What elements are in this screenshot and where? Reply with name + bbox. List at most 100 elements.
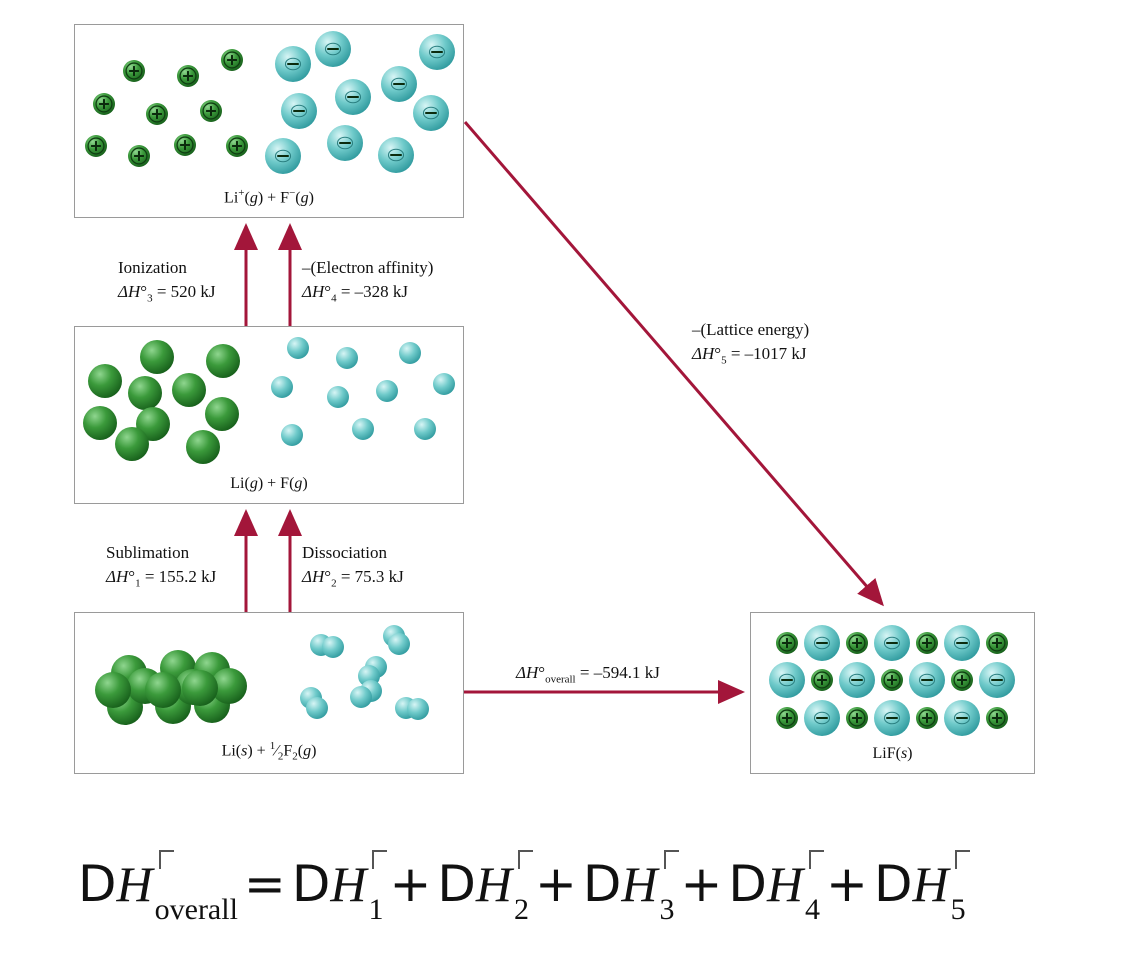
minus-sign-icon <box>422 106 440 120</box>
plus-sign-icon <box>228 137 246 155</box>
f2-molecule-atom <box>322 636 344 658</box>
delta-symbol: D <box>582 855 622 913</box>
li-atom <box>206 344 240 378</box>
minus-sign-icon <box>813 636 831 650</box>
plus-sign-icon <box>953 671 971 689</box>
li-atom <box>186 430 220 464</box>
li-atom <box>83 406 117 440</box>
minus-sign-icon <box>284 57 302 71</box>
arrows <box>234 121 884 704</box>
standard-state-icon <box>954 850 970 869</box>
f-atom <box>287 337 309 359</box>
gas-atoms-label: Li(g) + F(g) <box>230 475 308 492</box>
enthalpy-symbol: H <box>766 856 804 912</box>
elements-box: Li(s) + 1⁄2F2(g) <box>74 612 464 774</box>
equals-sign: = <box>243 855 286 913</box>
plus-sign-icon <box>125 62 143 80</box>
enthalpy-symbol: H <box>330 856 367 912</box>
li-solid-atom <box>145 672 181 708</box>
elements-label: Li(s) + 1⁄2F2(g) <box>221 740 317 763</box>
plus-sign-icon <box>883 671 901 689</box>
equation-subscript: 1 <box>368 893 384 926</box>
lattice-energy-arrow <box>463 121 884 607</box>
equation-subscript: 3 <box>659 893 675 926</box>
lattice-energy-value: ΔH°5 = –1017 kJ <box>692 344 807 367</box>
plus-sign-icon <box>918 709 936 727</box>
plus-sign-icon <box>176 136 194 154</box>
equation-subscript: 4 <box>805 893 821 926</box>
dissociation-name: Dissociation <box>302 543 387 562</box>
f-atom <box>336 347 358 369</box>
overall-label: ΔH°overall = –594.1 kJ <box>516 661 660 691</box>
equation-term-2: DH2 <box>437 850 533 926</box>
equation-term-5: DH5 <box>874 850 970 926</box>
plus-sign-icon <box>130 147 148 165</box>
li-solid-atom <box>211 668 247 704</box>
plus-operator: + <box>826 855 868 913</box>
minus-sign-icon <box>813 711 831 725</box>
minus-sign-icon <box>778 673 796 687</box>
overall-value: ΔH°overall = –594.1 kJ <box>516 663 660 686</box>
dissociation-value: ΔH°2 = 75.3 kJ <box>302 567 404 590</box>
plus-sign-icon <box>918 634 936 652</box>
standard-state-icon <box>517 850 533 869</box>
delta-symbol: D <box>437 855 476 913</box>
plus-sign-icon <box>813 671 831 689</box>
plus-operator: + <box>680 855 723 913</box>
li-atom <box>115 427 149 461</box>
f2-molecule-atom <box>407 698 429 720</box>
plus-sign-icon <box>223 51 241 69</box>
li-atom <box>88 364 122 398</box>
ionization-name: Ionization <box>118 258 187 277</box>
gas-atoms-box: Li(g) + F(g) <box>74 326 464 504</box>
li-atom <box>172 373 206 407</box>
f-atom <box>399 342 421 364</box>
enthalpy-symbol: H <box>912 856 949 912</box>
plus-sign-icon <box>778 634 796 652</box>
f-atom <box>271 376 293 398</box>
minus-sign-icon <box>324 42 342 56</box>
electron-affinity-label: –(Electron affinity) ΔH°4 = –328 kJ <box>302 256 433 310</box>
f-atom <box>281 424 303 446</box>
gas-ions-label: Li+(g) + F−(g) <box>224 186 314 206</box>
delta-symbol: D <box>291 855 331 913</box>
plus-operator: + <box>389 855 432 913</box>
minus-sign-icon <box>344 90 362 104</box>
minus-sign-icon <box>848 673 866 687</box>
minus-sign-icon <box>390 77 408 91</box>
delta-symbol: D <box>728 855 767 913</box>
minus-sign-icon <box>953 711 971 725</box>
li-atom <box>205 397 239 431</box>
electron-affinity-name: –(Electron affinity) <box>302 258 434 277</box>
sublimation-label: Sublimation ΔH°1 = 155.2 kJ <box>106 541 216 595</box>
f2-molecule-atom <box>350 686 372 708</box>
standard-state-icon <box>663 850 679 869</box>
equation-subscript: overall <box>154 893 238 926</box>
plus-operator: + <box>534 855 577 913</box>
f-atom <box>376 380 398 402</box>
minus-sign-icon <box>274 149 292 163</box>
minus-sign-icon <box>336 136 354 150</box>
standard-state-icon <box>809 850 825 869</box>
lif-lattice <box>769 625 1015 736</box>
gas-ions-particles <box>85 31 455 174</box>
f-atom <box>433 373 455 395</box>
enthalpy-symbol: H <box>116 856 153 912</box>
f2-molecule-atom <box>306 697 328 719</box>
lif-solid-box: LiF(s) <box>750 612 1035 774</box>
standard-state-icon <box>372 850 388 869</box>
sublimation-value: ΔH°1 = 155.2 kJ <box>106 567 217 590</box>
minus-sign-icon <box>387 148 405 162</box>
plus-sign-icon <box>988 709 1006 727</box>
plus-sign-icon <box>95 95 113 113</box>
minus-sign-icon <box>428 45 446 59</box>
plus-sign-icon <box>148 105 166 123</box>
ionization-value: ΔH°3 = 520 kJ <box>118 282 216 305</box>
enthalpy-symbol: H <box>621 856 658 912</box>
lattice-energy-label: –(Lattice energy) ΔH°5 = –1017 kJ <box>692 318 809 372</box>
lattice-energy-name: –(Lattice energy) <box>692 320 810 339</box>
plus-sign-icon <box>87 137 105 155</box>
minus-sign-icon <box>953 636 971 650</box>
equation-subscript: 5 <box>950 893 966 926</box>
